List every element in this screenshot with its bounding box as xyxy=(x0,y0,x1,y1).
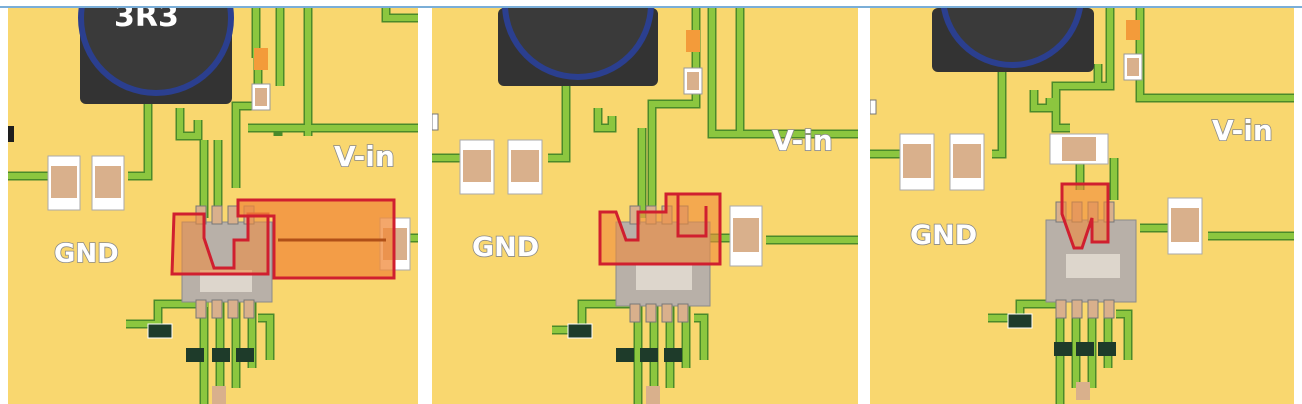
pcb-layout-2: GND V-in xyxy=(432,8,858,404)
led-component xyxy=(686,30,700,52)
vin-label: V-in xyxy=(1212,114,1273,147)
vin-label: V-in xyxy=(334,140,395,173)
small-caps-row xyxy=(616,348,682,362)
layout-panel-2: GND V-in xyxy=(432,8,858,404)
current-loop-highlight xyxy=(1060,182,1110,250)
gnd-label: GND xyxy=(910,220,977,251)
layout-panel-1: 3R3 GND V-in xyxy=(8,8,418,404)
small-caps-row xyxy=(186,348,254,362)
small-cap-a xyxy=(147,323,173,339)
top-frame xyxy=(0,6,1302,8)
inductor xyxy=(932,8,1094,72)
current-loop-highlight xyxy=(170,198,396,280)
small-cap-a xyxy=(567,323,593,339)
inductor-3r3 xyxy=(78,8,234,104)
inductor-label: 3R3 xyxy=(114,8,179,34)
small-cap-a xyxy=(1007,313,1033,329)
edge-connector xyxy=(8,126,14,142)
gnd-label: GND xyxy=(472,232,539,263)
vin-label: V-in xyxy=(772,124,833,157)
small-caps-row xyxy=(1054,342,1116,356)
layout-panel-3: GND V-in xyxy=(870,8,1294,404)
inductor xyxy=(498,8,658,86)
current-loop-highlight xyxy=(598,192,722,266)
pcb-layout-3: GND V-in xyxy=(870,8,1294,404)
gnd-label: GND xyxy=(54,239,119,269)
led-component xyxy=(254,48,268,70)
pcb-layout-1: 3R3 GND V-in xyxy=(8,8,418,404)
led-component xyxy=(1126,20,1140,40)
